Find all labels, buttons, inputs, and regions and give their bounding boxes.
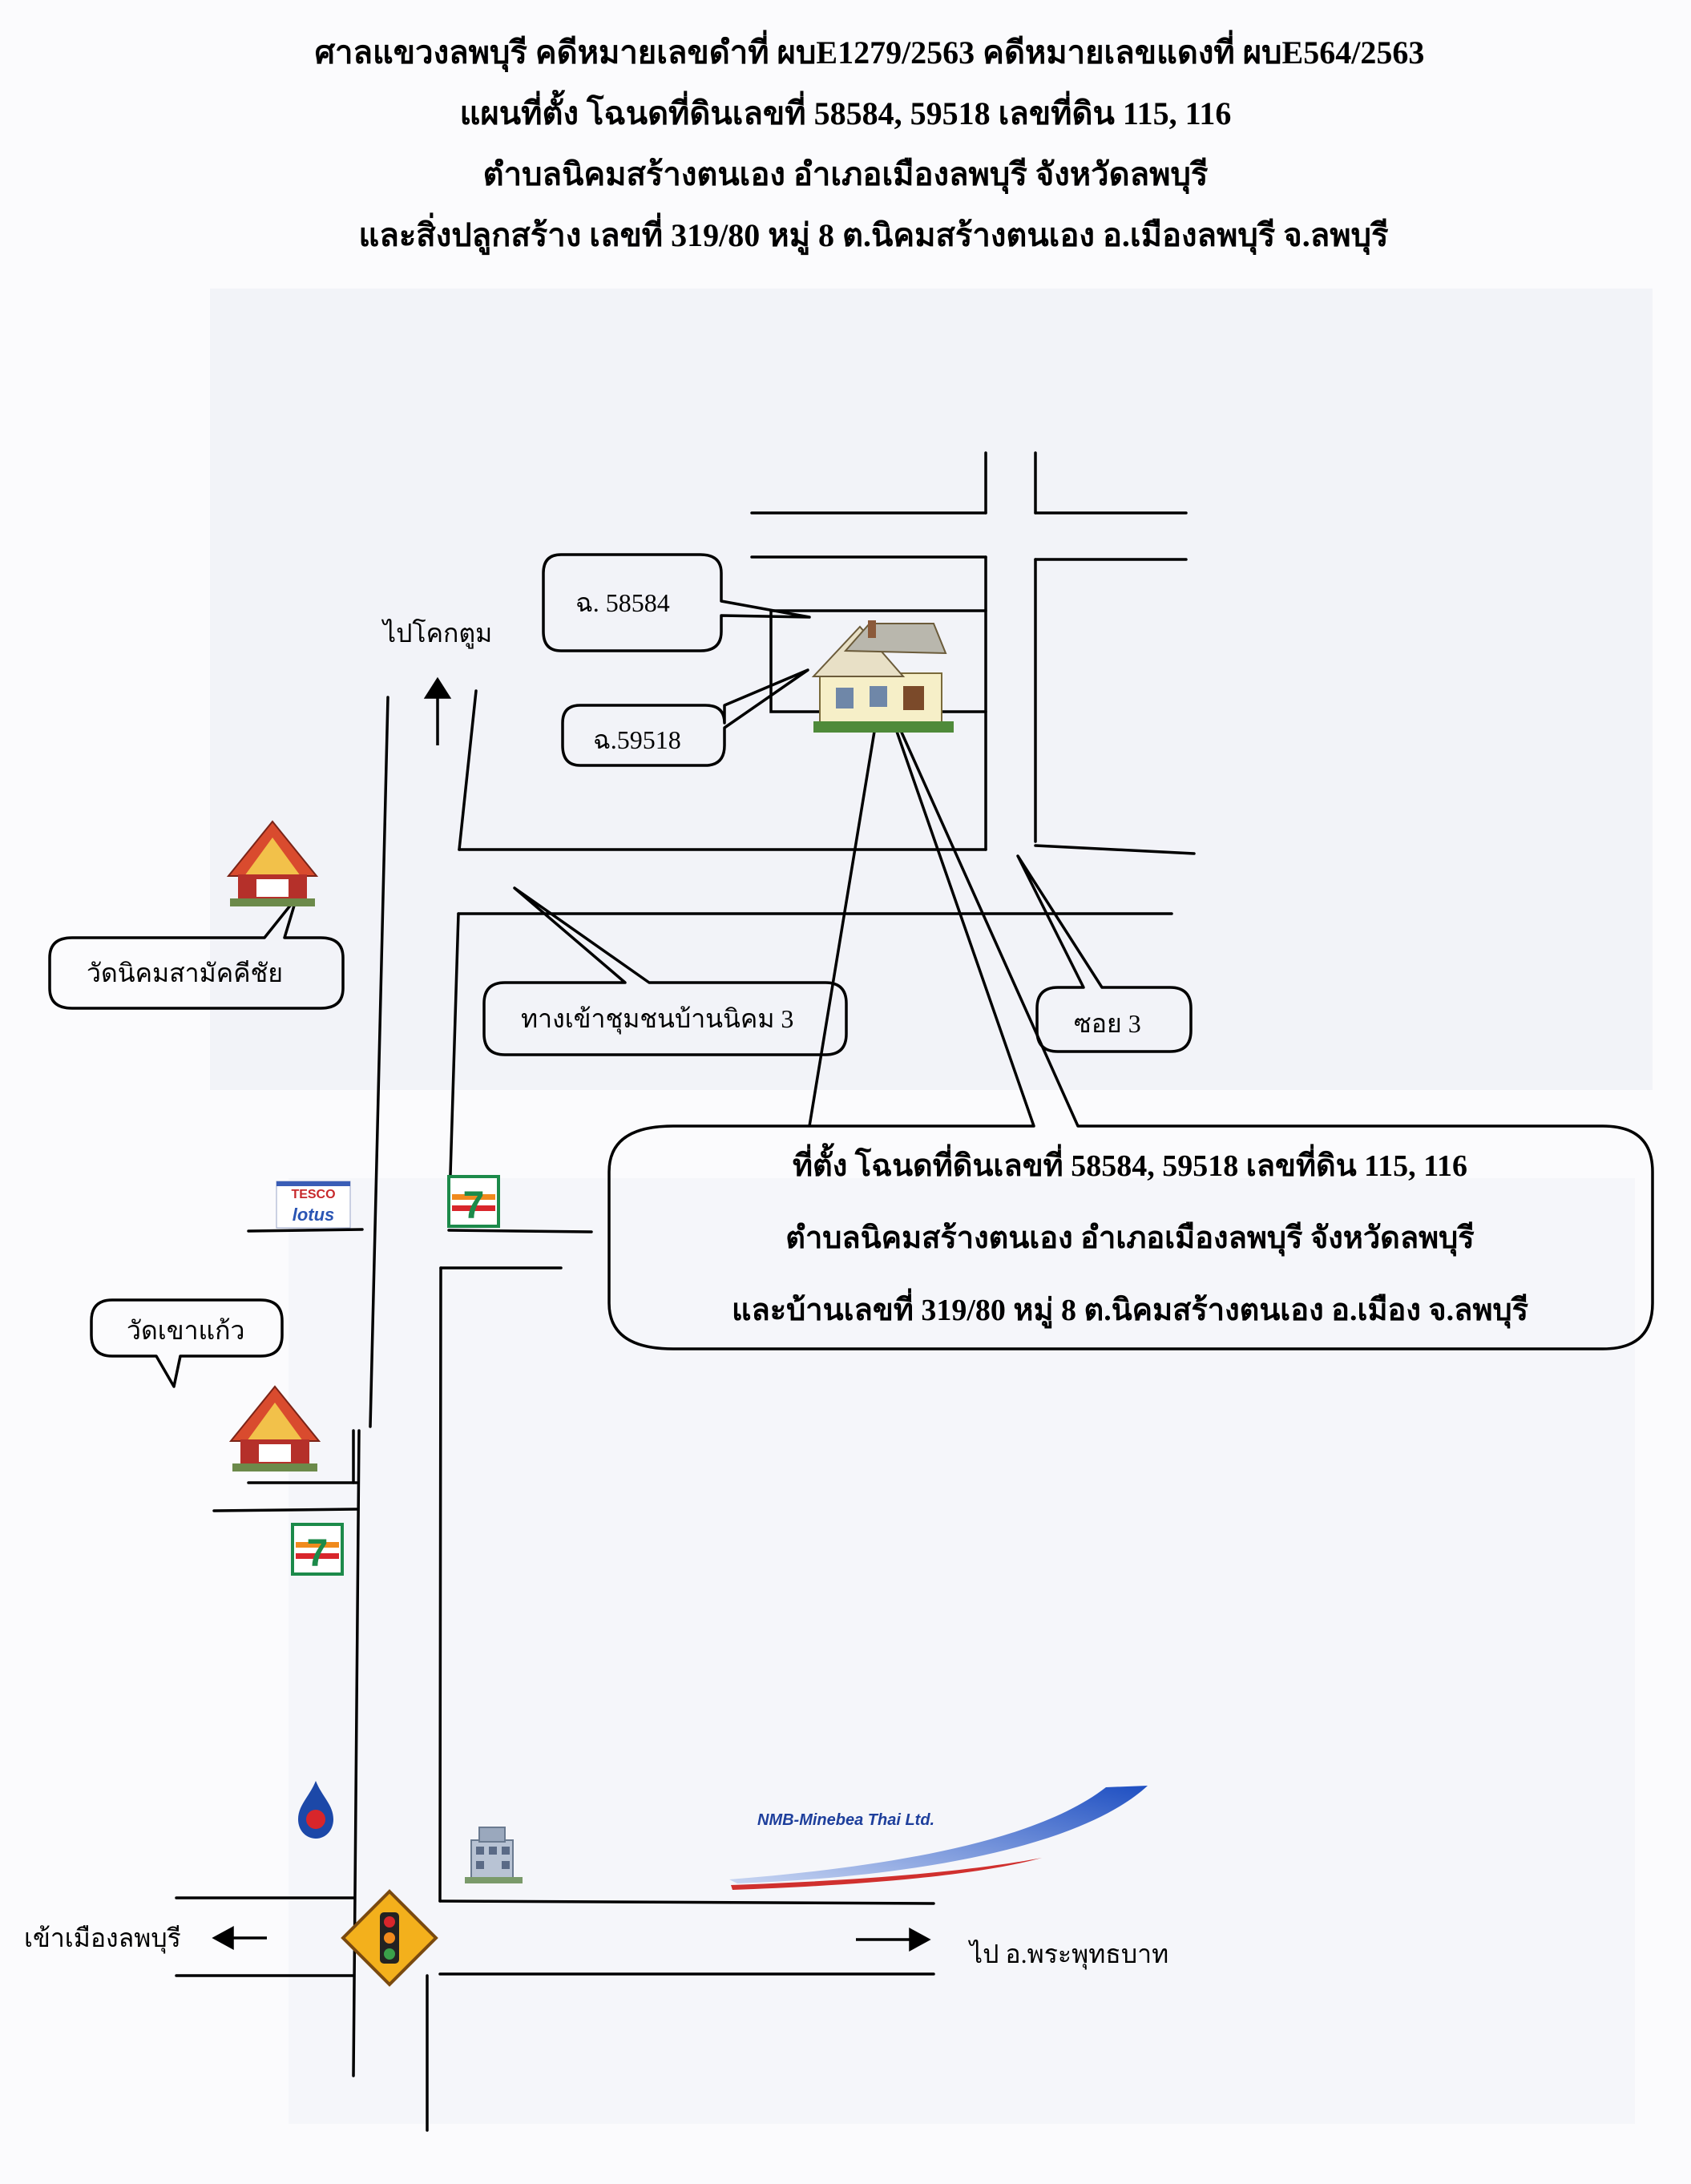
header-line-2: แผนที่ตั้ง โฉนดที่ดินเลขที่ 58584, 59518… (459, 95, 1232, 131)
road-main-cross-south (175, 1972, 935, 1977)
label-community-entrance: ทางเข้าชุมชนบ้านนิคม 3 (521, 1004, 794, 1033)
label-deed-58584: ฉ. 58584 (575, 588, 670, 617)
document-header: ศาลแขวงลพบุรี คดีหมายเลขดำที่ ผบE1279/25… (0, 22, 1691, 266)
header-line-3: ตำบลนิคมสร้างตนเอง อำเภอเมืองลพบุรี จังห… (482, 156, 1209, 192)
label-to-lopburi-city: เข้าเมืองลพบุรี (24, 1924, 181, 1952)
label-soi-3: ซอย 3 (1074, 1009, 1141, 1038)
info-line-3: และบ้านเลขที่ 319/80 หมู่ 8 ต.นิคมสร้างต… (731, 1294, 1529, 1327)
bubble-soi-3 (1016, 854, 1193, 1053)
seven-eleven-icon: 7 (447, 1175, 500, 1228)
location-info-box: ที่ตั้ง โฉนดที่ดินเลขที่ 58584, 59518 เล… (625, 1130, 1635, 1346)
bubble-wat-nikhom (48, 896, 345, 1010)
road-main-left-edge-lower (352, 1429, 361, 2077)
house-icon (811, 620, 954, 733)
callout-bubbles (48, 553, 1654, 1388)
bubble-wat-khao-kaeo (90, 1298, 284, 1388)
label-wat-nikhom: วัดนิคมสามัคคีชัย (87, 959, 283, 987)
scan-shade-lower (289, 1178, 1635, 2124)
building-icon (465, 1827, 523, 1883)
bubble-58584 (542, 553, 811, 652)
bubble-community (482, 886, 848, 1056)
road-main-left-edge (369, 696, 389, 1428)
header-line-4: และสิ่งปลูกสร้าง เลขที่ 319/80 หมู่ 8 ต.… (358, 217, 1389, 253)
temple-icon (228, 1385, 321, 1471)
road-network (175, 451, 1196, 2132)
bubble-59518 (561, 668, 809, 767)
road-side-west-tesco (247, 1228, 364, 1233)
nmb-logo: NMB-Minebea Thai Ltd. (729, 1786, 1148, 1890)
seven-text: 7 (463, 1185, 485, 1227)
lotus-text: lotus (293, 1205, 335, 1225)
road-main-right-edge (458, 689, 478, 851)
road-main-right-middle (447, 912, 460, 1228)
road-side-east-1 (447, 1229, 593, 1233)
label-to-phra-phutthabat: ไป อ.พระพุทธบาท (970, 1940, 1169, 1968)
seven-text: 7 (307, 1532, 329, 1575)
label-wat-khao-kaeo: วัดเขาแก้ว (127, 1316, 245, 1345)
traffic-light-sign-icon (341, 1889, 438, 1987)
pointer-info-left (808, 687, 883, 1127)
road-side-west-wat-lower (212, 1508, 358, 1512)
info-line-1: ที่ตั้ง โฉนดที่ดินเลขที่ 58584, 59518 เล… (793, 1149, 1467, 1183)
road-main-right-lower (438, 1266, 442, 1903)
label-to-khok-tum: ไปโคกตูม (383, 619, 493, 648)
seven-eleven-icon: 7 (291, 1523, 344, 1576)
ptt-station-icon (298, 1781, 333, 1839)
road-community-upper (458, 844, 1196, 855)
nmb-logo-text: NMB-Minebea Thai Ltd. (757, 1811, 934, 1829)
bubble-info (607, 686, 1654, 1350)
tesco-lotus-icon: TESCO lotus (276, 1181, 351, 1229)
tesco-text: TESCO (291, 1188, 335, 1201)
road-top-horizontal-2 (750, 555, 1188, 561)
arrow-icon (212, 676, 931, 1952)
info-line-2: ตำบลนิคมสร้างตนเอง อำเภอเมืองลพบุรี จังห… (785, 1221, 1475, 1255)
label-deed-59518: ฉ.59518 (593, 725, 681, 754)
temple-icon (226, 820, 319, 906)
road-main-cross-north (175, 1896, 935, 1905)
header-line-1: ศาลแขวงลพบุรี คดีหมายเลขดำที่ ผบE1279/25… (314, 34, 1425, 71)
